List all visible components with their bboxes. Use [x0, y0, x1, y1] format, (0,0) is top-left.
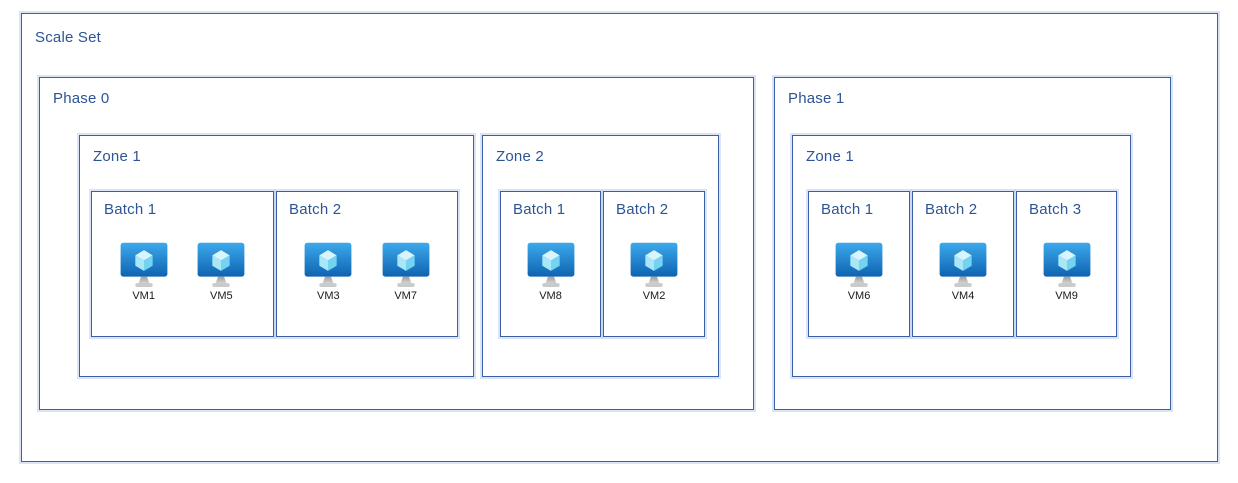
phase-0-zone-2-label: Zone 2 — [496, 148, 544, 165]
scale-set-label: Scale Set — [35, 29, 102, 46]
vm-label: VM6 — [847, 290, 871, 302]
batch-label: Batch 2 — [925, 201, 978, 218]
vm-group: VM1 — [92, 239, 273, 302]
phase-0-zone-1-box: Zone 1 Batch 1 — [79, 135, 474, 377]
vm-group: VM6 — [809, 239, 909, 302]
vm-group: VM4 — [913, 239, 1013, 302]
vm-label: VM7 — [394, 290, 417, 302]
batch-label: Batch 3 — [1029, 201, 1082, 218]
batch-box: Batch 2 — [912, 191, 1014, 337]
batch-label: Batch 2 — [616, 201, 669, 218]
vm-label: VM2 — [642, 290, 666, 302]
batch-label: Batch 1 — [821, 201, 874, 218]
phase-0-label: Phase 0 — [53, 90, 110, 107]
vm: VM9 — [1041, 239, 1093, 302]
batch-label: Batch 1 — [513, 201, 566, 218]
vm: VM7 — [380, 239, 432, 302]
vm: VM6 — [833, 239, 885, 302]
phase-0-zone-1-batches: Batch 1 — [91, 191, 458, 337]
virtual-machine-icon — [302, 239, 354, 289]
vm: VM4 — [937, 239, 989, 302]
vm-label: VM1 — [132, 290, 155, 302]
vm-label: VM9 — [1055, 290, 1078, 302]
virtual-machine-icon — [1041, 239, 1093, 289]
vm-group: VM3 — [277, 239, 457, 302]
virtual-machine-icon — [380, 239, 432, 289]
vm: VM1 — [118, 239, 170, 302]
vm: VM3 — [302, 239, 354, 302]
phase-1-zone-1-label: Zone 1 — [806, 148, 854, 165]
vm-label: VM8 — [539, 290, 562, 302]
phases-row: Phase 0 Zone 1 Batch 1 — [39, 77, 1171, 410]
batch-label: Batch 1 — [104, 201, 157, 218]
batch-box: Batch 1 — [91, 191, 274, 337]
batch-box: Batch 3 — [1016, 191, 1117, 337]
batch-box: Batch 2 — [603, 191, 705, 337]
virtual-machine-icon — [833, 239, 885, 289]
phase-0-zone-2-box: Zone 2 Batch 1 — [482, 135, 719, 377]
vm-group: VM8 — [501, 239, 600, 302]
phase-1-zone-1-batches: Batch 1 — [808, 191, 1117, 337]
virtual-machine-icon — [628, 239, 680, 289]
virtual-machine-icon — [118, 239, 170, 289]
virtual-machine-icon — [195, 239, 247, 289]
phase-1-zones-row: Zone 1 Batch 1 — [792, 135, 1131, 377]
batch-label: Batch 2 — [289, 201, 342, 218]
scale-set-box: Scale Set Phase 0 Zone 1 Batch 1 — [21, 13, 1218, 462]
phase-0-zone-1-label: Zone 1 — [93, 148, 141, 165]
phase-box-0: Phase 0 Zone 1 Batch 1 — [39, 77, 754, 410]
batch-box: Batch 1 — [808, 191, 910, 337]
phase-1-label: Phase 1 — [788, 90, 845, 107]
virtual-machine-icon — [937, 239, 989, 289]
vm: VM5 — [195, 239, 247, 302]
vm: VM8 — [525, 239, 577, 302]
phase-0-zone-2-batches: Batch 1 — [500, 191, 705, 337]
vm: VM2 — [628, 239, 680, 302]
vm-group: VM2 — [604, 239, 704, 302]
phase-1-zone-1-box: Zone 1 Batch 1 — [792, 135, 1131, 377]
vm-label: VM3 — [317, 290, 340, 302]
phase-box-1: Phase 1 Zone 1 Batch 1 — [774, 77, 1171, 410]
vm-group: VM9 — [1017, 239, 1116, 302]
vm-label: VM4 — [951, 290, 975, 302]
batch-box: Batch 1 — [500, 191, 601, 337]
vm-label: VM5 — [210, 290, 233, 302]
batch-box: Batch 2 — [276, 191, 458, 337]
phase-0-zones-row: Zone 1 Batch 1 — [79, 135, 719, 377]
virtual-machine-icon — [525, 239, 577, 289]
